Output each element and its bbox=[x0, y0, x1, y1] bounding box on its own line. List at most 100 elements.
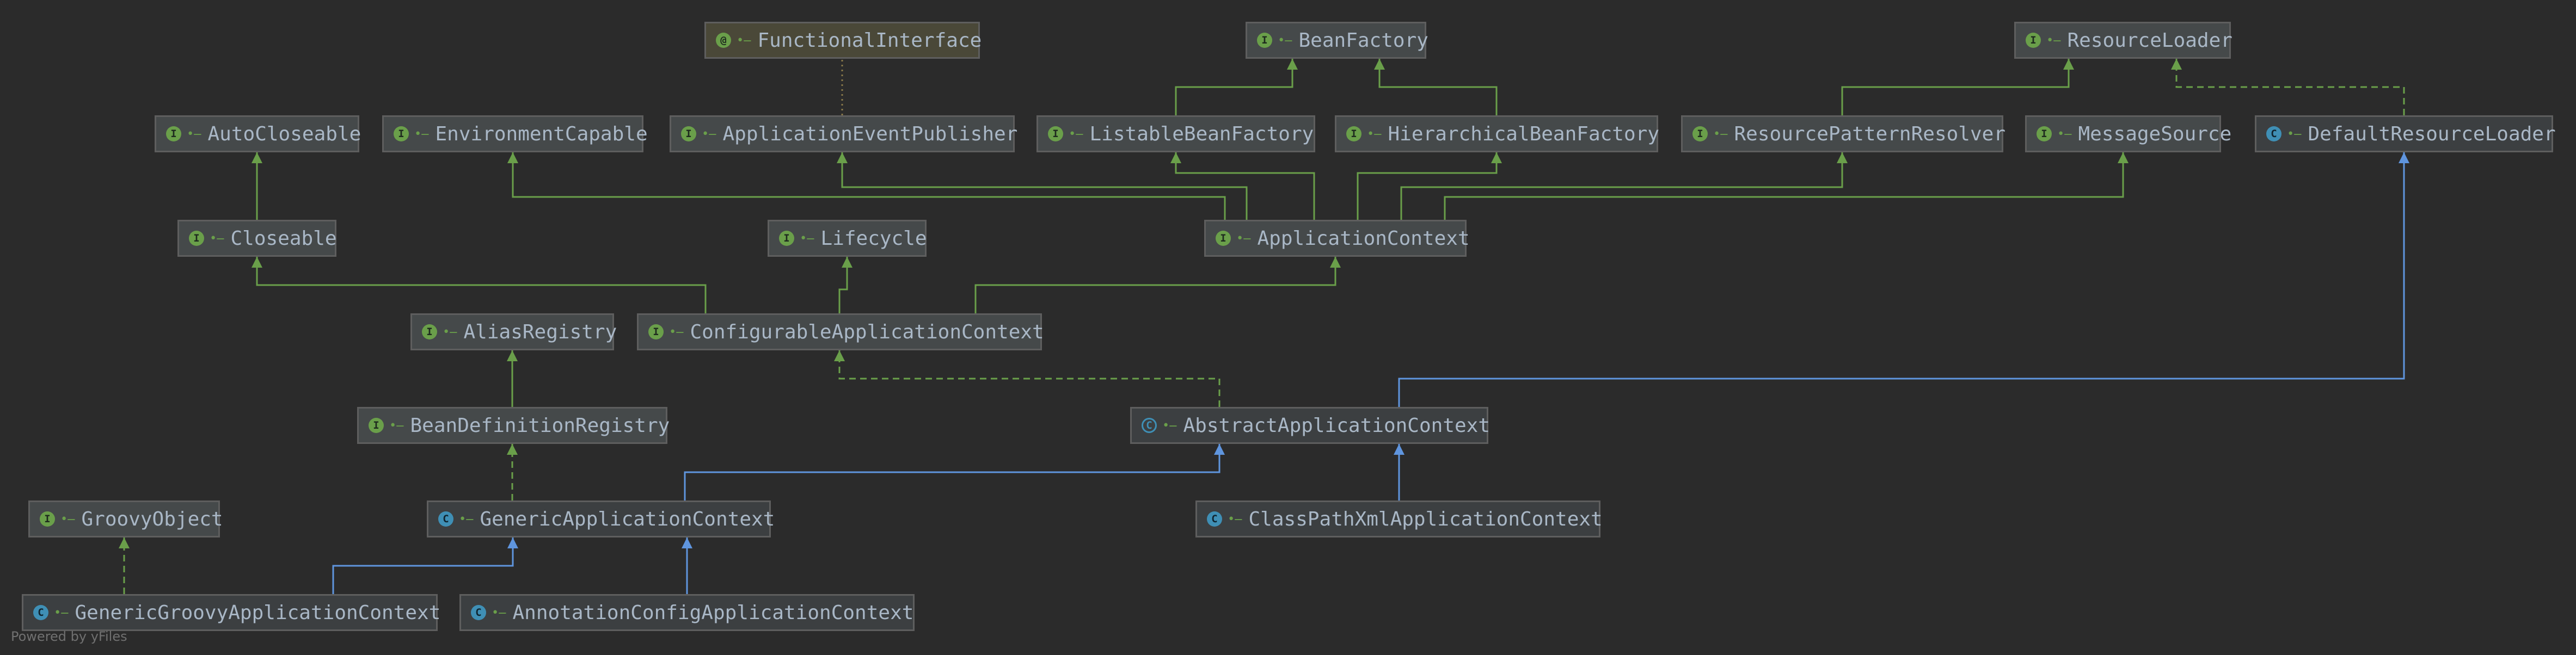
node-class-path-xml-application-context[interactable]: C•̶ClassPathXmlApplicationContext bbox=[1195, 500, 1603, 537]
public-access-icon: •̶ bbox=[1162, 418, 1177, 432]
node-environment-capable[interactable]: I •̶ EnvironmentCapable bbox=[382, 115, 648, 152]
public-access-icon: •̶ bbox=[800, 231, 814, 245]
node-label: GenericGroovyApplicationContext bbox=[75, 601, 441, 624]
interface-icon: I bbox=[1257, 33, 1272, 48]
node-listable-bean-factory[interactable]: I•̶ListableBeanFactory bbox=[1036, 115, 1315, 152]
node-label: BeanFactory bbox=[1298, 29, 1428, 52]
arrowhead bbox=[842, 257, 852, 268]
node-label: AnnotationConfigApplicationContext bbox=[512, 601, 914, 624]
node-generic-application-context[interactable]: C•̶GenericApplicationContext bbox=[427, 500, 775, 537]
public-access-icon: •̶ bbox=[2287, 127, 2302, 141]
node-annotation-config-application-context[interactable]: C•̶AnnotationConfigApplicationContext bbox=[459, 594, 915, 631]
interface-icon: I bbox=[394, 126, 409, 141]
edge-generic-application-context-to-abstract-application-context bbox=[684, 444, 1225, 500]
node-bean-definition-registry[interactable]: I•̶BeanDefinitionRegistry bbox=[357, 407, 670, 444]
edge-closeable-to-auto-closeable bbox=[252, 152, 262, 220]
node-label: AbstractApplicationContext bbox=[1183, 414, 1491, 437]
footer-credit: Powered by yFiles bbox=[11, 629, 127, 644]
public-access-icon: •̶ bbox=[1713, 127, 1728, 141]
interface-icon: I bbox=[1216, 231, 1231, 246]
public-access-icon: •̶ bbox=[492, 605, 506, 620]
public-access-icon: •̶ bbox=[54, 605, 69, 620]
node-resource-pattern-resolver[interactable]: I •̶ ResourcePatternResolver bbox=[1681, 115, 2006, 152]
public-access-icon: •̶ bbox=[1228, 512, 1242, 526]
node-abstract-application-context[interactable]: C •̶ AbstractApplicationContext bbox=[1130, 407, 1491, 444]
node-label: MessageSource bbox=[2078, 122, 2232, 145]
arrowhead bbox=[1330, 257, 1341, 268]
interface-icon: I bbox=[40, 511, 55, 527]
node-resource-loader[interactable]: I•̶ResourceLoader bbox=[2014, 22, 2232, 59]
node-default-resource-loader[interactable]: C •̶ DefaultResourceLoader bbox=[2255, 115, 2556, 152]
node-hierarchical-bean-factory[interactable]: I•̶HierarchicalBeanFactory bbox=[1335, 115, 1660, 152]
node-configurable-application-context[interactable]: I•̶ConfigurableApplicationContext bbox=[637, 313, 1044, 350]
node-label: ResourceLoader bbox=[2067, 29, 2232, 52]
public-access-icon: •̶ bbox=[702, 127, 716, 141]
edge-configurable-application-context-to-application-context bbox=[974, 257, 1341, 313]
node-application-context[interactable]: I •̶ ApplicationContext bbox=[1204, 220, 1470, 257]
public-access-icon: •̶ bbox=[414, 127, 429, 141]
edge-generic-groovy-application-context-to-groovy-object bbox=[119, 537, 130, 594]
node-generic-groovy-application-context[interactable]: C •̶ GenericGroovyApplicationContext bbox=[22, 594, 441, 631]
abstract-class-icon: C bbox=[1142, 418, 1157, 433]
node-label: FunctionalInterface bbox=[757, 29, 982, 52]
interface-icon: I bbox=[166, 126, 181, 141]
interface-icon: I bbox=[1048, 126, 1063, 141]
public-access-icon: •̶ bbox=[2046, 33, 2061, 47]
node-label: GroovyObject bbox=[81, 508, 223, 530]
node-message-source[interactable]: I•̶MessageSource bbox=[2025, 115, 2231, 152]
node-lifecycle[interactable]: I•̶Lifecycle bbox=[768, 220, 927, 257]
edge-application-context-to-hierarchical-bean-factory bbox=[1357, 152, 1502, 220]
node-functional-interface[interactable]: @•̶FunctionalInterface bbox=[704, 22, 982, 59]
node-label: EnvironmentCapable bbox=[435, 122, 648, 145]
public-access-icon: •̶ bbox=[389, 418, 404, 432]
public-access-icon: •̶ bbox=[459, 512, 474, 526]
edge-configurable-application-context-to-closeable bbox=[252, 257, 707, 313]
interface-icon: I bbox=[2037, 126, 2052, 141]
public-access-icon: •̶ bbox=[1069, 127, 1083, 141]
arrowhead bbox=[837, 152, 848, 163]
arrowhead bbox=[1170, 152, 1181, 163]
edge-application-context-to-listable-bean-factory bbox=[1170, 152, 1315, 220]
arrowhead bbox=[834, 350, 845, 361]
node-label: ApplicationContext bbox=[1257, 227, 1470, 250]
edge-resource-pattern-resolver-to-resource-loader bbox=[1841, 59, 2074, 115]
node-label: DefaultResourceLoader bbox=[2308, 122, 2556, 145]
node-alias-registry[interactable]: I•̶AliasRegistry bbox=[410, 313, 617, 350]
node-label: ResourcePatternResolver bbox=[1734, 122, 2006, 145]
node-label: HierarchicalBeanFactory bbox=[1388, 122, 1660, 145]
node-label: GenericApplicationContext bbox=[480, 508, 775, 530]
node-closeable[interactable]: I•̶Closeable bbox=[177, 220, 337, 257]
arrowhead bbox=[507, 444, 518, 455]
node-label: Lifecycle bbox=[820, 227, 927, 250]
interface-icon: I bbox=[681, 126, 696, 141]
arrowhead bbox=[2399, 152, 2409, 163]
arrowhead bbox=[1374, 59, 1385, 70]
edge-hierarchical-bean-factory-to-bean-factory bbox=[1374, 59, 1498, 115]
edge-configurable-application-context-to-lifecycle bbox=[838, 257, 852, 313]
node-auto-closeable[interactable]: I•̶AutoCloseable bbox=[155, 115, 361, 152]
node-application-event-publisher[interactable]: I •̶ ApplicationEventPublisher bbox=[670, 115, 1018, 152]
class-icon: C bbox=[2266, 126, 2281, 141]
arrowhead bbox=[2171, 59, 2182, 70]
node-label: ApplicationEventPublisher bbox=[722, 122, 1018, 145]
edge-application-context-to-application-event-publisher bbox=[837, 152, 1248, 220]
public-access-icon: •̶ bbox=[1278, 33, 1292, 47]
node-bean-factory[interactable]: I •̶ BeanFactory bbox=[1246, 22, 1428, 59]
interface-icon: I bbox=[1346, 126, 1361, 141]
node-groovy-object[interactable]: I•̶GroovyObject bbox=[28, 500, 223, 537]
edge-abstract-application-context-to-default-resource-loader bbox=[1398, 152, 2409, 407]
edge-application-context-to-message-source bbox=[1444, 152, 2129, 220]
interface-icon: I bbox=[1692, 126, 1708, 141]
arrowhead bbox=[2063, 59, 2074, 70]
arrowhead bbox=[1287, 59, 1298, 70]
public-access-icon: •̶ bbox=[1236, 231, 1251, 245]
arrowhead bbox=[507, 537, 518, 548]
public-access-icon: •̶ bbox=[210, 231, 224, 245]
class-icon: C bbox=[33, 605, 48, 620]
node-label: ConfigurableApplicationContext bbox=[690, 320, 1044, 343]
edge-default-resource-loader-to-resource-loader bbox=[2171, 59, 2405, 115]
arrowhead bbox=[1214, 444, 1225, 455]
public-access-icon: •̶ bbox=[443, 325, 457, 339]
edge-generic-application-context-to-bean-definition-registry bbox=[507, 444, 518, 500]
